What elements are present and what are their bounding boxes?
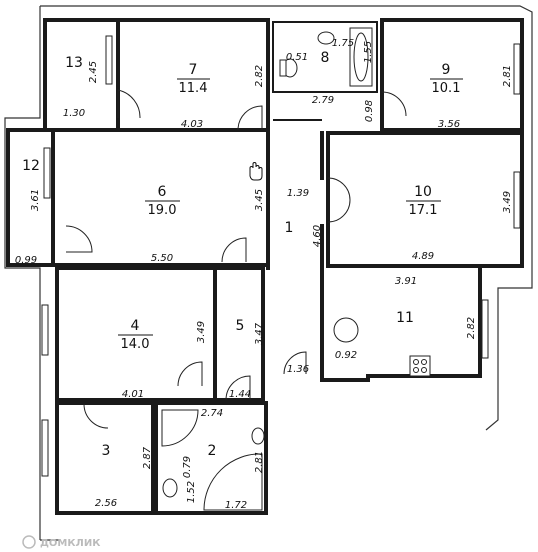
room-number: 2 — [208, 443, 217, 459]
windows — [41, 35, 521, 477]
dimension: 0.92 — [335, 350, 357, 361]
dimension: 4.03 — [181, 119, 203, 130]
watermark-text: ДОМКЛИК — [40, 538, 101, 549]
room-area: 19.0 — [148, 203, 177, 218]
dimension: 3.45 — [254, 189, 265, 211]
dimension: 0.51 — [286, 52, 308, 63]
dimension-labels: 2.45 1.30 2.82 4.03 0.51 1.75 1.55 2.79 … — [15, 38, 513, 511]
dimension: 4.60 — [312, 225, 323, 247]
fixtures — [161, 27, 431, 511]
dimension: 2.82 — [254, 65, 265, 87]
room-area: 11.4 — [179, 81, 208, 96]
room-number: 13 — [65, 55, 83, 71]
hand-icon — [249, 162, 263, 181]
room-number: 1 — [285, 220, 294, 236]
dimension: 3.91 — [395, 276, 417, 287]
outer-contour — [4, 5, 533, 541]
room-labels: 13 7 11.4 8 9 10.1 12 6 19.0 1 10 17.1 4… — [22, 50, 463, 459]
dimension: 2.56 — [95, 498, 117, 509]
dimension: 1.36 — [287, 364, 309, 375]
dimension: 0.98 — [364, 100, 375, 122]
dimension: 1.75 — [332, 38, 354, 49]
dimension: 1.55 — [363, 41, 374, 63]
room-number: 11 — [396, 310, 414, 326]
dimension: 5.50 — [151, 253, 173, 264]
dimension: 3.61 — [30, 189, 41, 211]
dimension: 1.72 — [225, 500, 247, 511]
shower-2 — [203, 453, 263, 511]
watermark: ДОМКЛИК — [22, 535, 101, 549]
room-number: 6 — [158, 184, 167, 200]
room-number: 8 — [321, 50, 330, 66]
room-area: 17.1 — [409, 203, 438, 218]
dimension: 2.81 — [254, 451, 265, 473]
shower — [161, 409, 199, 447]
dimension: 2.74 — [201, 408, 223, 419]
room-area: 10.1 — [432, 81, 461, 96]
sink — [317, 31, 335, 45]
room-area: 14.0 — [121, 337, 150, 352]
dimension: 1.52 — [186, 481, 197, 503]
dimension: 0.79 — [182, 456, 193, 478]
dimension: 3.49 — [196, 321, 207, 343]
dimension: 3.47 — [254, 322, 265, 345]
dimension: 2.87 — [142, 446, 153, 469]
room-number: 7 — [189, 62, 198, 78]
sink-2 — [251, 427, 265, 445]
boiler — [333, 317, 359, 343]
dimension: 4.89 — [412, 251, 434, 262]
toilet-2 — [162, 478, 178, 498]
room-number: 10 — [414, 184, 432, 200]
dimension: 4.01 — [122, 389, 144, 400]
room-number: 4 — [131, 318, 140, 334]
dimension: 1.30 — [63, 108, 85, 119]
room-number: 5 — [236, 318, 245, 334]
dimension: 3.49 — [502, 191, 513, 213]
room-number: 12 — [22, 158, 40, 174]
dimension: 2.82 — [466, 317, 477, 339]
dimension: 2.81 — [502, 65, 513, 87]
room-number: 9 — [442, 62, 451, 78]
dimension: 2.45 — [88, 61, 99, 83]
dimension: 1.39 — [287, 188, 309, 199]
stove — [409, 355, 431, 377]
doors — [65, 89, 407, 429]
dimension: 1.44 — [229, 389, 251, 400]
dimension: 2.79 — [312, 95, 334, 106]
room-number: 3 — [102, 443, 111, 459]
dimension: 3.56 — [438, 119, 460, 130]
dimension: 0.99 — [15, 255, 37, 266]
